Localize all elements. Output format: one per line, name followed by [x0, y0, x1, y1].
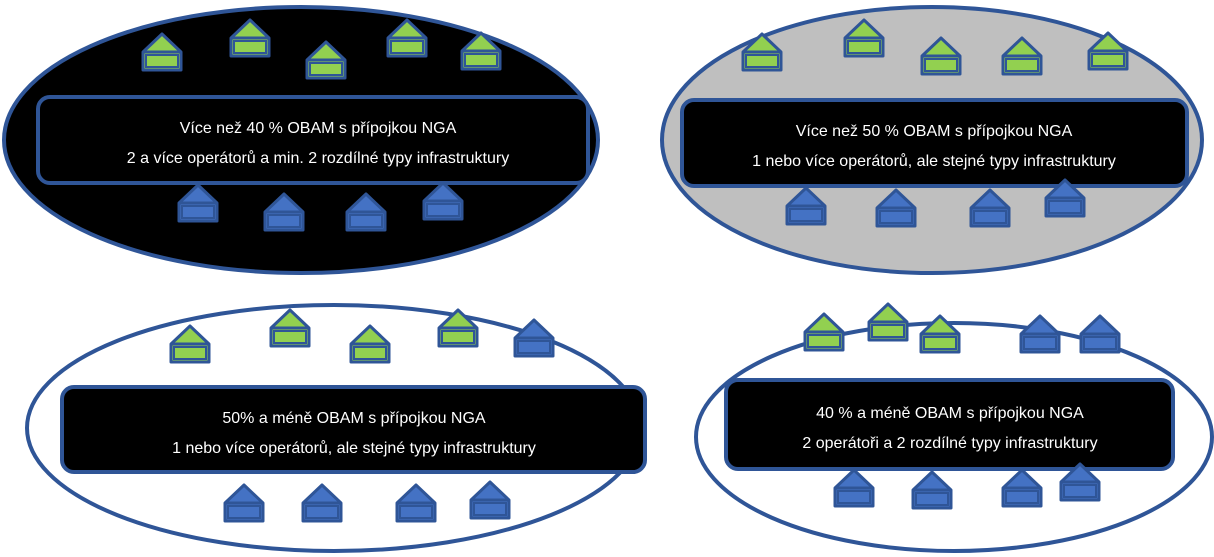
house-door-panel [273, 330, 307, 344]
house-icon [911, 470, 953, 510]
house-door-panel [181, 205, 215, 219]
house-icon [1087, 31, 1129, 71]
house-icon [469, 480, 511, 520]
house-door-panel [1083, 336, 1117, 350]
house-door-panel [1023, 336, 1057, 350]
house-icon [141, 32, 183, 72]
house-door-panel [1091, 53, 1125, 67]
house-icon [1001, 468, 1043, 508]
panel-2-houses-blue [785, 178, 1086, 228]
house-icon [1059, 462, 1101, 502]
house-door-panel [923, 336, 957, 350]
house-icon [969, 188, 1011, 228]
house-icon [460, 31, 502, 71]
panel-3-label-box [60, 385, 647, 474]
house-door-panel [915, 492, 949, 506]
house-icon [1079, 314, 1121, 354]
house-icon [741, 32, 783, 72]
house-door-panel [807, 334, 841, 348]
house-icon [785, 186, 827, 226]
house-icon [1044, 178, 1086, 218]
panel-1-houses-blue [177, 181, 464, 232]
panel-3-houses-blue-top [513, 318, 555, 358]
house-door-panel [871, 324, 905, 338]
panel-3-houses-blue [223, 480, 511, 523]
house-door-panel [924, 58, 958, 72]
house-door-panel [426, 203, 460, 217]
panel-4-houses-blue-top [1019, 314, 1121, 354]
panel-3-houses-green [169, 308, 479, 364]
house-door-panel [1005, 58, 1039, 72]
house-icon [919, 314, 961, 354]
panel-1: Více než 40 % OBAM s přípojkou NGA 2 a v… [2, 5, 600, 275]
panel-4-line-1: 40 % a méně OBAM s přípojkou NGA [816, 405, 1084, 422]
house-icon [386, 18, 428, 58]
house-door-panel [1048, 200, 1082, 214]
house-icon [345, 192, 387, 232]
panel-3-line-1: 50% a méně OBAM s přípojkou NGA [222, 410, 486, 427]
house-icon [229, 18, 271, 58]
house-icon [513, 318, 555, 358]
panel-1-houses-green [141, 18, 502, 80]
house-door-panel [227, 505, 261, 519]
panel-3-line-2: 1 nebo více operátorů, ale stejné typy i… [172, 439, 536, 457]
house-door-panel [173, 346, 207, 360]
house-icon [1001, 36, 1043, 76]
panel-1-label-box [36, 95, 590, 185]
panel-4-houses-green [803, 302, 961, 354]
panel-4-line-2: 2 operátoři a 2 rozdílné typy infrastruk… [802, 435, 1097, 452]
house-icon [169, 324, 211, 364]
house-door-panel [789, 208, 823, 222]
panel-2-houses-green [741, 18, 1129, 76]
house-door-panel [233, 40, 267, 54]
house-icon [833, 468, 875, 508]
house-door-panel [267, 214, 301, 228]
house-door-panel [973, 210, 1007, 224]
house-door-panel [1005, 490, 1039, 504]
house-icon [177, 183, 219, 223]
house-door-panel [305, 505, 339, 519]
house-door-panel [745, 54, 779, 68]
panel-2-line-2: 1 nebo více operátorů, ale stejné typy i… [752, 152, 1116, 170]
house-door-panel [349, 214, 383, 228]
house-door-panel [847, 40, 881, 54]
house-icon [422, 181, 464, 221]
panel-1-line-1: Více než 40 % OBAM s přípojkou NGA [180, 120, 457, 137]
house-icon [1019, 314, 1061, 354]
panel-4: 40 % a méně OBAM s přípojkou NGA 2 operá… [694, 302, 1214, 553]
house-door-panel [837, 490, 871, 504]
panel-4-label-box [724, 378, 1175, 471]
house-icon [843, 18, 885, 58]
house-door-panel [390, 40, 424, 54]
house-door-panel [145, 54, 179, 68]
house-door-panel [399, 505, 433, 519]
panel-1-line-2: 2 a více operátorů a min. 2 rozdílné typ… [127, 149, 509, 167]
house-icon [305, 40, 347, 80]
house-icon [437, 308, 479, 348]
house-icon [223, 483, 265, 523]
house-door-panel [441, 330, 475, 344]
house-icon [301, 483, 343, 523]
house-icon [867, 302, 909, 342]
house-door-panel [309, 62, 343, 76]
house-icon [803, 312, 845, 352]
house-icon [875, 188, 917, 228]
house-icon [269, 308, 311, 348]
panel-2-label-box [680, 98, 1189, 188]
house-door-panel [473, 502, 507, 516]
panel-3: 50% a méně OBAM s přípojkou NGA 1 nebo v… [25, 303, 647, 553]
house-door-panel [1063, 484, 1097, 498]
house-icon [349, 324, 391, 364]
house-door-panel [879, 210, 913, 224]
house-icon [395, 483, 437, 523]
house-door-panel [517, 340, 551, 354]
house-icon [263, 192, 305, 232]
house-door-panel [464, 53, 498, 67]
panel-2: Více než 50 % OBAM s přípojkou NGA 1 neb… [660, 5, 1204, 275]
panel-4-houses-blue [833, 462, 1101, 510]
house-door-panel [353, 346, 387, 360]
house-icon [920, 36, 962, 76]
panel-2-line-1: Více než 50 % OBAM s přípojkou NGA [796, 123, 1073, 140]
